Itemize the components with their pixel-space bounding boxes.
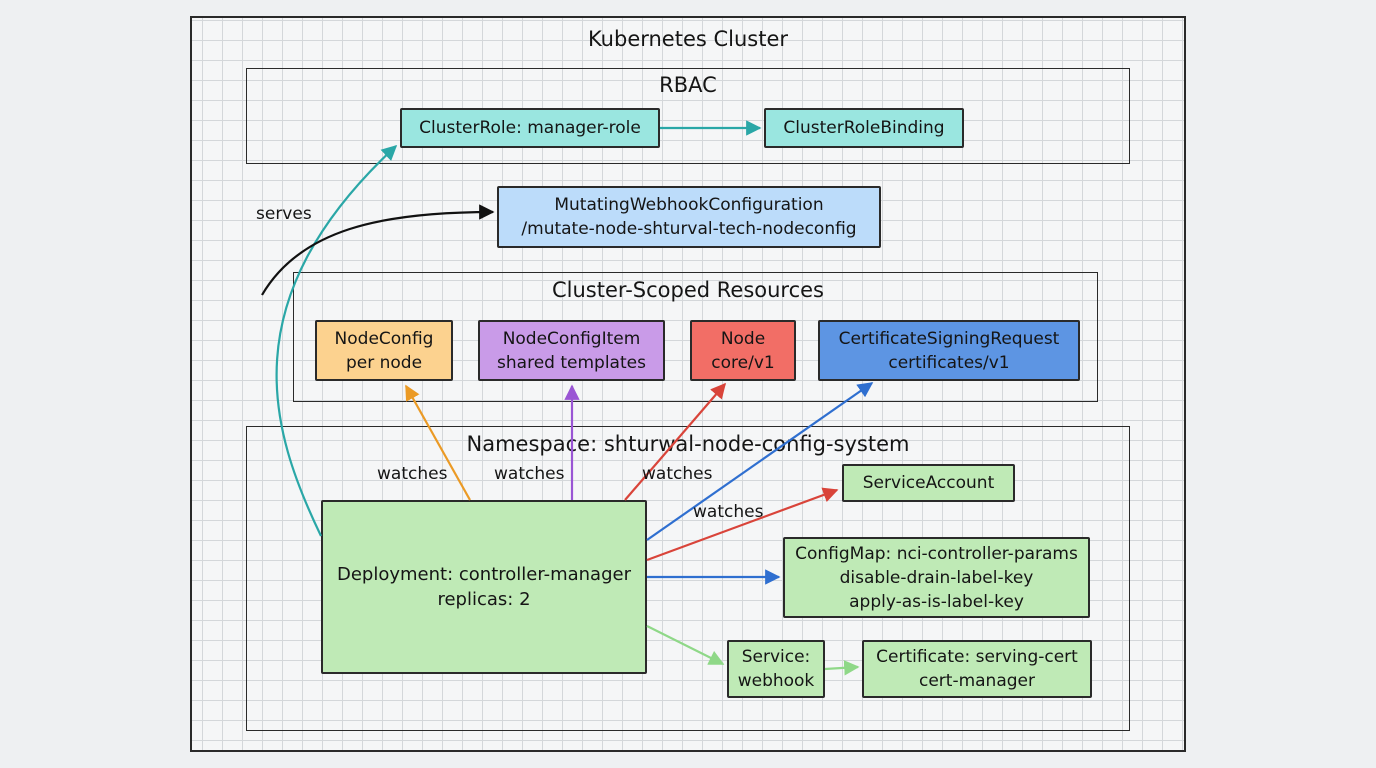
certificate-line1: Certificate: serving-cert	[876, 647, 1078, 667]
service-line2: webhook	[737, 671, 815, 691]
mutating-webhook-config-node[interactable]: MutatingWebhookConfiguration /mutate-nod…	[497, 186, 881, 248]
certificate-node[interactable]: Certificate: serving-cert cert-manager	[862, 640, 1092, 698]
node-config-line2: per node	[345, 352, 423, 373]
watches-nodeconfigitem-label: watches	[494, 464, 565, 484]
cluster-title: Kubernetes Cluster	[587, 27, 789, 51]
node-config-item-node[interactable]: NodeConfigItem shared templates	[478, 320, 665, 381]
cluster-scoped-title: Cluster-Scoped Resources	[552, 278, 824, 302]
config-map-line1: ConfigMap: nci-controller-params	[795, 543, 1078, 564]
node-resource-node[interactable]: Node core/v1	[690, 320, 796, 381]
edge-deployment-to-serviceaccount	[646, 487, 839, 562]
serves-label: serves	[256, 204, 312, 224]
csr-line2: certificates/v1	[888, 352, 1010, 373]
deployment-line1: Deployment: controller-manager	[336, 564, 631, 585]
service-account-label: ServiceAccount	[862, 473, 995, 493]
namespace-title: Namespace: shturwal-node-config-system	[466, 432, 910, 456]
edge-deployment-to-service	[646, 625, 725, 665]
config-map-line2: disable-drain-label-key	[839, 567, 1034, 588]
edge-watches-csr	[646, 382, 874, 541]
certificate-line2: cert-manager	[918, 671, 1035, 691]
cluster-role-binding-node[interactable]: ClusterRoleBinding	[764, 108, 964, 148]
csr-node[interactable]: CertificateSigningRequest certificates/v…	[818, 320, 1080, 381]
rbac-title: RBAC	[659, 73, 717, 97]
service-webhook-node[interactable]: Service: webhook	[727, 640, 825, 698]
edge-deployment-to-clusterrole	[275, 144, 398, 537]
watches-nodeconfig-label: watches	[377, 464, 448, 484]
node-config-item-line2: shared templates	[497, 352, 646, 373]
cluster-role-node[interactable]: ClusterRole: manager-role	[400, 108, 660, 148]
watches-node-label: watches	[642, 464, 713, 484]
node-resource-line1: Node	[720, 328, 766, 349]
cluster-role-binding-label: ClusterRoleBinding	[783, 118, 945, 138]
watches-csr-label: watches	[693, 502, 764, 522]
service-account-node[interactable]: ServiceAccount	[842, 464, 1015, 502]
config-map-line3: apply-as-is-label-key	[849, 591, 1024, 612]
edge-serves-webhook	[261, 204, 495, 296]
rbac-group	[246, 68, 1130, 164]
csr-line1: CertificateSigningRequest	[838, 328, 1060, 349]
deployment-node[interactable]: Deployment: controller-manager replicas:…	[321, 500, 647, 674]
node-config-node[interactable]: NodeConfig per node	[315, 320, 453, 381]
webhook-config-line2: /mutate-node-shturval-tech-nodeconfig	[521, 219, 857, 239]
config-map-node[interactable]: ConfigMap: nci-controller-params disable…	[783, 537, 1090, 618]
service-line1: Service:	[741, 647, 811, 667]
edge-watches-node	[624, 382, 727, 501]
node-config-item-line1: NodeConfigItem	[502, 328, 641, 349]
cluster-role-label: ClusterRole: manager-role	[419, 118, 641, 138]
deployment-line2: replicas: 2	[437, 589, 531, 610]
webhook-config-line1: MutatingWebhookConfiguration	[554, 195, 824, 215]
edge-service-to-certificate	[824, 660, 860, 676]
node-resource-line2: core/v1	[711, 352, 775, 373]
cluster-scoped-group	[293, 272, 1098, 402]
edge-watches-nodeconfig	[405, 384, 471, 501]
node-config-line1: NodeConfig	[334, 328, 434, 349]
